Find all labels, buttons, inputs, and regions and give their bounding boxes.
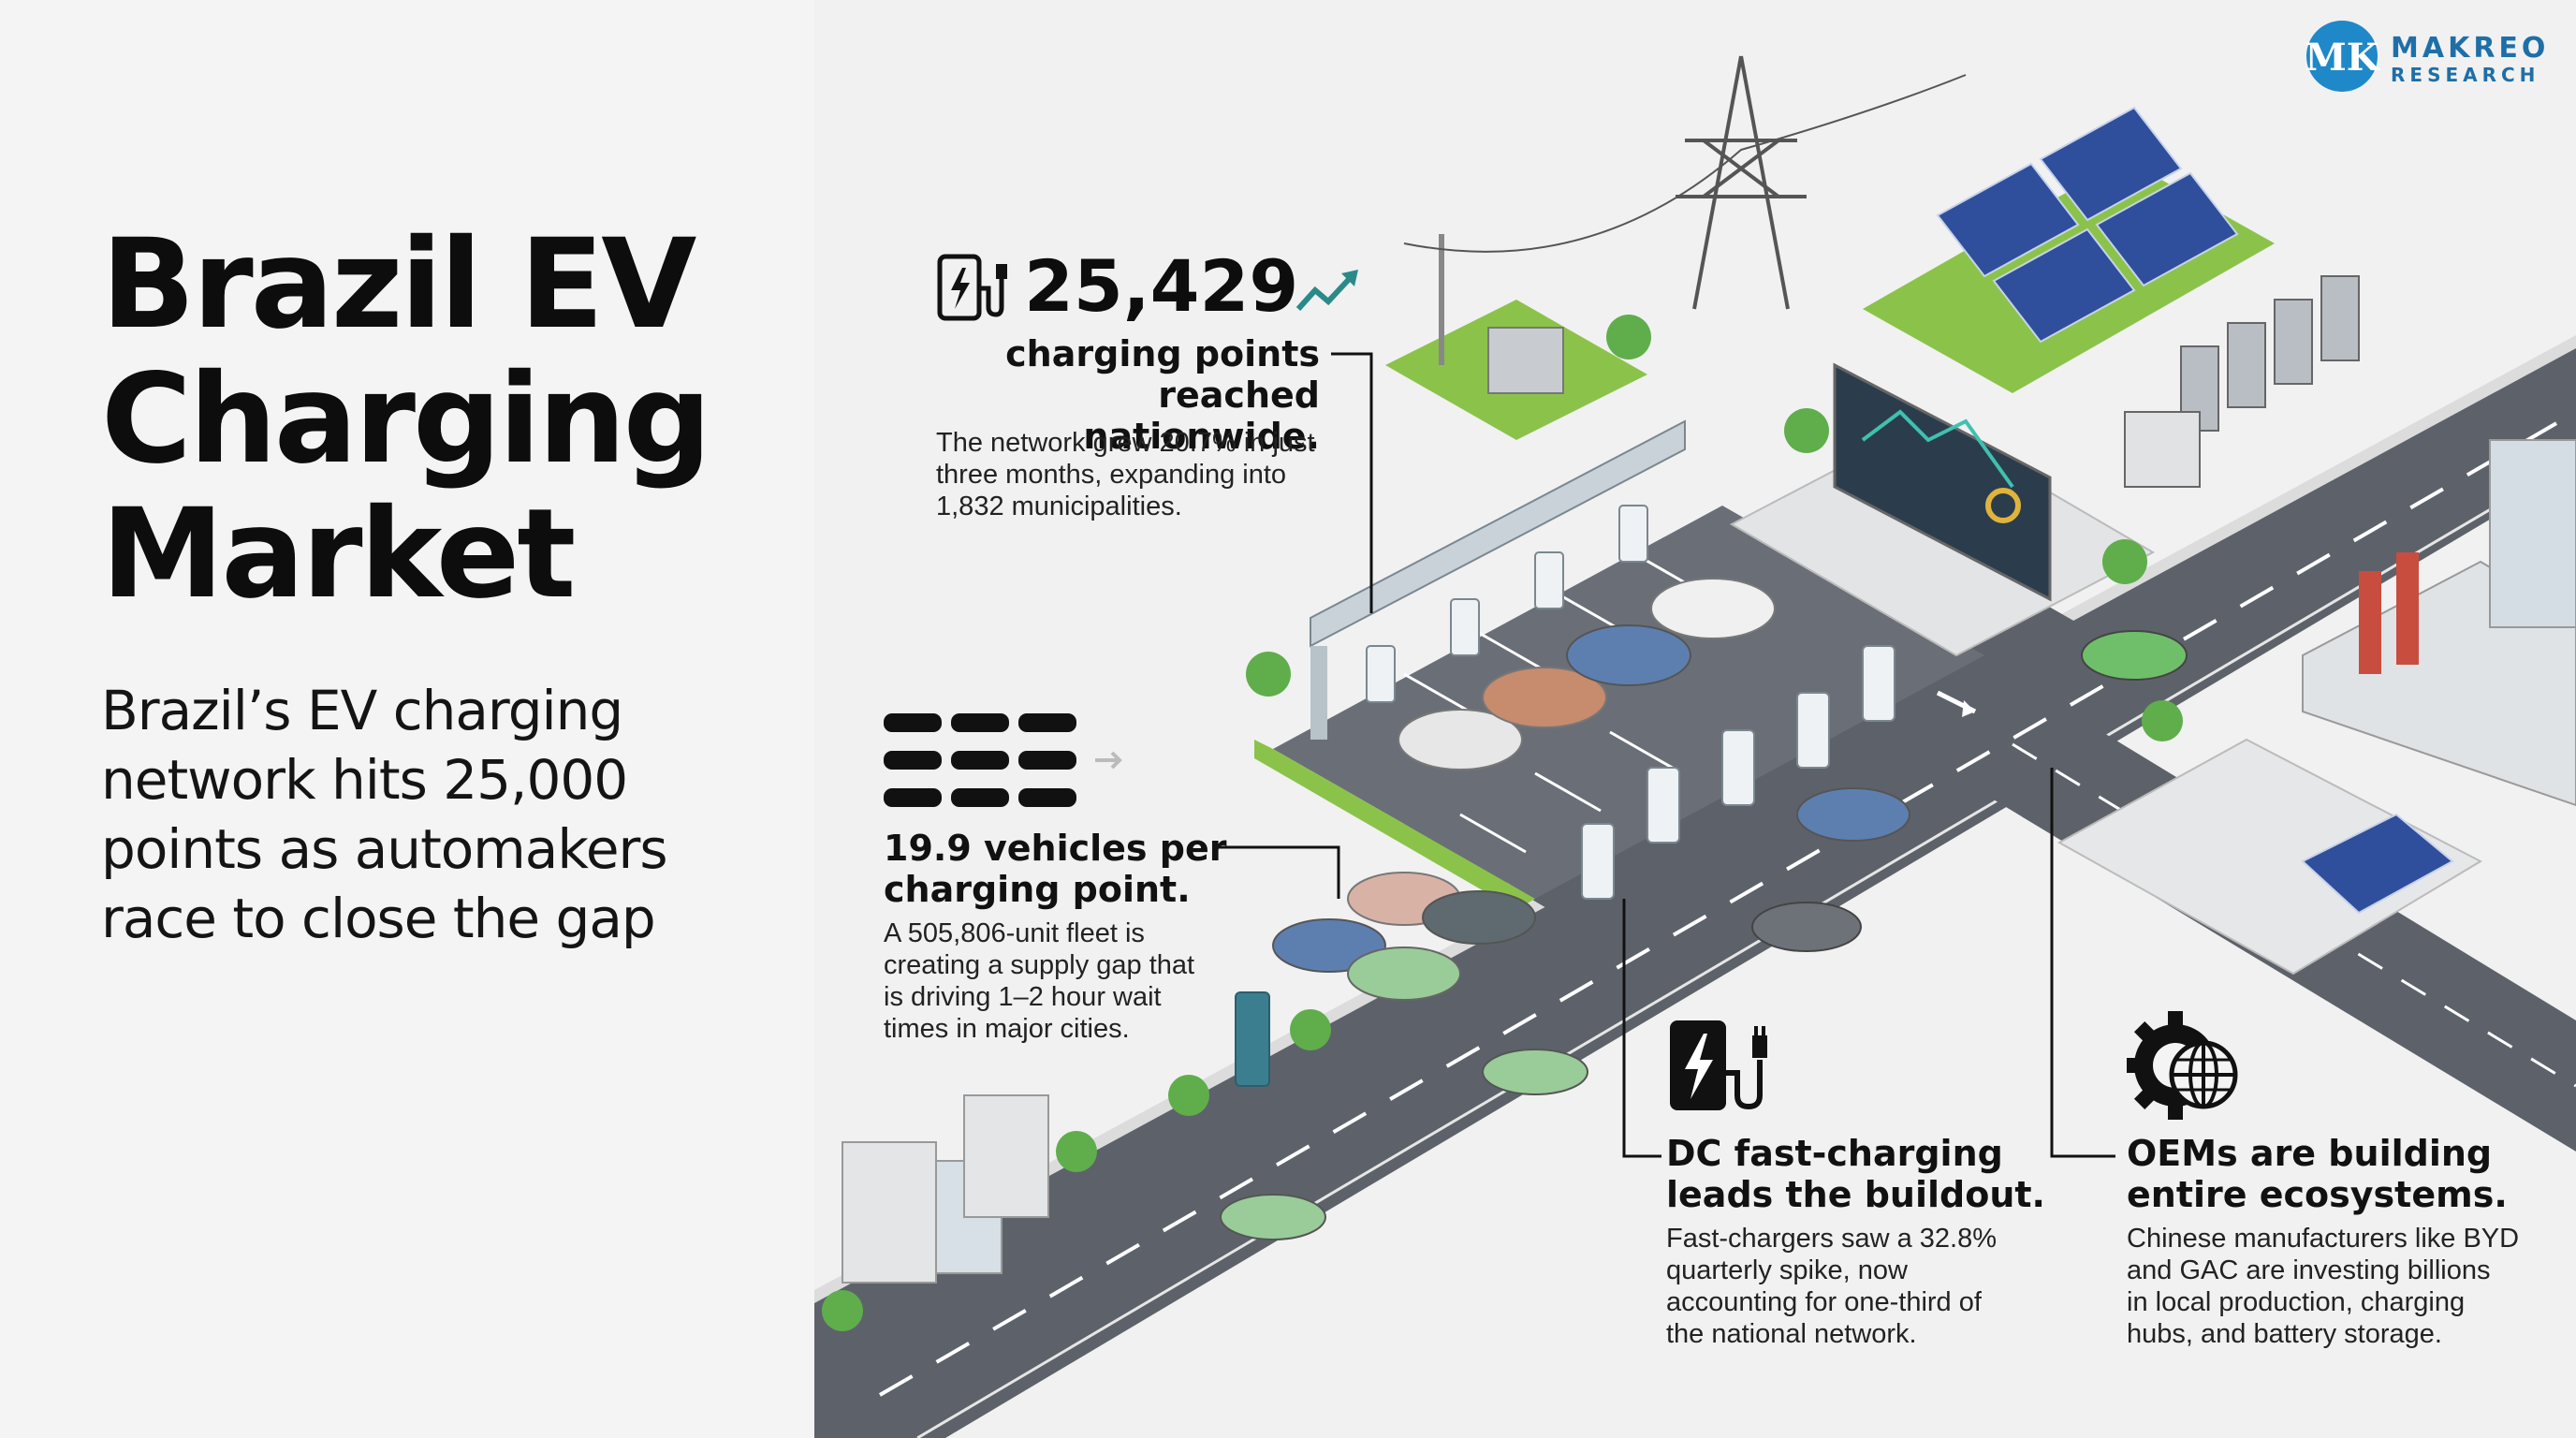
- parked-cars: [1272, 578, 1910, 1001]
- power-lines: [1403, 74, 1967, 253]
- dc-fast-body-line-2: quarterly spike, now: [1666, 1255, 1908, 1285]
- subtitle-line-1: Brazil’s EV charging: [101, 679, 623, 742]
- oems-body-line-4: hubs, and battery storage.: [2127, 1319, 2442, 1349]
- cars-grid-icon: [884, 713, 1122, 807]
- transmission-pylon: [1676, 55, 1807, 310]
- screen-chart: [1861, 409, 2014, 489]
- gear-globe-icon: [2127, 1011, 2238, 1120]
- factory-chimney-1: [2359, 571, 2381, 674]
- logo-line-1: MAKREO: [2391, 32, 2550, 65]
- charging-station-icon: [937, 254, 1007, 321]
- logo-wordmark: MAKREO RESEARCH: [2391, 32, 2550, 87]
- dc-fast-heading-line-1: DC fast-charging: [1666, 1133, 2003, 1174]
- vehicles-per-point-heading: 19.9 vehicles per charging point.: [884, 828, 1277, 910]
- charging-points-heading: charging points reached nationwide.: [936, 333, 1320, 457]
- charging-points-value: 25,429: [1024, 244, 1299, 328]
- carport-solar: [2301, 813, 2454, 915]
- vehicles-heading-line-2: charging point.: [884, 869, 1191, 910]
- leader-line-charging-points: [1331, 352, 1373, 613]
- charging-points-body-line-2: three months, expanding into: [936, 460, 1287, 490]
- title-line-1: Brazil EV: [101, 213, 696, 357]
- factory-yard: [2056, 738, 2483, 976]
- leader-line-oems: [2050, 768, 2115, 1158]
- highway-lane-edge: [916, 457, 2576, 1438]
- vehicles-heading-line-1: 19.9 vehicles per: [884, 828, 1227, 869]
- ev-infrastructure-illustration: [814, 0, 2576, 1438]
- oems-heading: OEMs are building entire ecosystems.: [2127, 1133, 2557, 1215]
- transformer-box: [1487, 327, 1564, 394]
- solar-panels: [1936, 106, 2239, 344]
- dc-fast-heading-line-2: leads the buildout.: [1666, 1174, 2045, 1215]
- vehicles-body-line-1: A 505,806-unit fleet is: [884, 918, 1145, 948]
- page-subtitle: Brazil’s EV charging network hits 25,000…: [101, 676, 784, 953]
- page-title: Brazil EV Charging Market: [101, 213, 711, 626]
- charging-points-body-line-3: 1,832 municipalities.: [936, 492, 1182, 521]
- road-cars: [1220, 630, 2188, 1240]
- battery-storage: [2124, 275, 2360, 488]
- dc-fast-body-line-3: accounting for one-third of: [1666, 1287, 1982, 1317]
- leader-line-vehicles: [1212, 845, 1340, 899]
- logo-circle: [2306, 21, 2378, 92]
- logo-line-2: RESEARCH: [2391, 64, 2540, 86]
- dc-fast-heading: DC fast-charging leads the buildout.: [1666, 1133, 2078, 1215]
- dc-fast-body-line-1: Fast-chargers saw a 32.8%: [1666, 1224, 1997, 1254]
- parking-grass-edge: [1254, 740, 1535, 910]
- oems-body: Chinese manufacturers like BYD and GAC a…: [2127, 1223, 2567, 1350]
- fast-charger-icon: [1670, 1020, 1767, 1110]
- dc-fast-body-line-4: the national network.: [1666, 1319, 1917, 1349]
- canopy-pillar-left: [1310, 646, 1327, 740]
- charging-points-body: The network grew 20.7% in just three mon…: [936, 427, 1367, 522]
- subtitle-line-3: points as automakers: [101, 817, 668, 881]
- leader-line-dc-fast: [1622, 899, 1661, 1158]
- dc-fast-body: Fast-chargers saw a 32.8% quarterly spik…: [1666, 1223, 2078, 1350]
- oems-body-line-3: in local production, charging: [2127, 1287, 2466, 1317]
- charging-points-body-line-1: The network grew 20.7% in just: [936, 428, 1315, 458]
- trees: [822, 315, 2183, 1331]
- vehicles-body-line-4: times in major cities.: [884, 1014, 1130, 1044]
- charging-stations: [1235, 505, 1895, 1087]
- subtitle-line-2: network hits 25,000: [101, 748, 628, 812]
- charging-points-heading-line-2: reached nationwide.: [1083, 374, 1320, 457]
- charging-canopy: [1310, 419, 1686, 648]
- oems-heading-line-1: OEMs are building: [2127, 1133, 2493, 1174]
- left-panel: [0, 0, 814, 1438]
- city-buildings: [842, 1094, 1049, 1284]
- logo-mark: MK: [2305, 36, 2379, 80]
- vehicles-body-line-3: is driving 1–2 hour wait: [884, 982, 1162, 1012]
- office-tower: [2489, 439, 2576, 628]
- oems-heading-line-2: entire ecosystems.: [2127, 1174, 2508, 1215]
- makreo-research-logo: MK: [2305, 21, 2380, 92]
- screen-donut: [1985, 488, 2021, 523]
- oems-body-line-2: and GAC are investing billions: [2127, 1255, 2491, 1285]
- vehicles-per-point-body: A 505,806-unit fleet is creating a suppl…: [884, 917, 1277, 1045]
- factory-chimney-2: [2396, 552, 2419, 665]
- trend-up-icon: [1295, 270, 1358, 312]
- vehicles-body-line-2: creating a supply gap that: [884, 950, 1195, 980]
- title-line-3: Market: [101, 482, 576, 626]
- parking-lot: [1273, 506, 1984, 899]
- subtitle-line-4: race to close the gap: [101, 887, 656, 950]
- oems-body-line-1: Chinese manufacturers like BYD: [2127, 1224, 2520, 1254]
- charging-points-heading-line-1: charging points: [1005, 333, 1320, 374]
- title-line-2: Charging: [101, 347, 711, 492]
